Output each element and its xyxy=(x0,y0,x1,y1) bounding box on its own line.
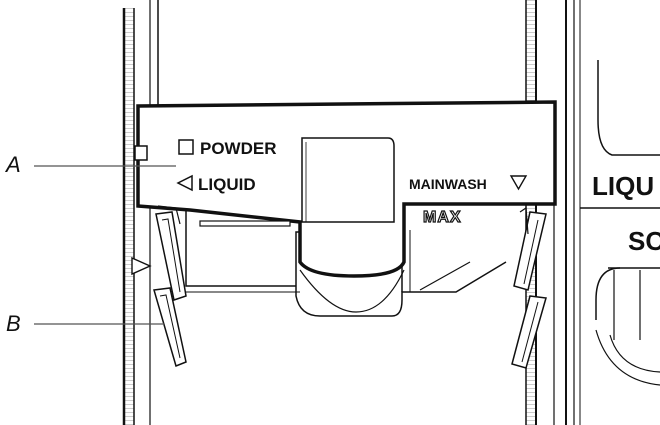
side-panel-liquid-label: LIQU xyxy=(592,171,654,201)
arrow-right-icon xyxy=(131,256,152,276)
callout-b-letter: B xyxy=(6,311,21,336)
powder-label: POWDER xyxy=(200,139,277,158)
frame-square-icon xyxy=(134,145,148,161)
drawer-panel xyxy=(134,100,557,278)
right-clips xyxy=(511,206,547,369)
max-label: MAX xyxy=(423,209,462,226)
drawer-body xyxy=(185,210,507,317)
left-housing xyxy=(122,0,159,425)
callout-a-letter: A xyxy=(4,152,21,177)
callout-b: B xyxy=(6,311,164,336)
callout-a: A xyxy=(4,152,176,177)
panel-labels: POWDER LIQUID MAINWASH MAX xyxy=(176,139,528,227)
square-outline-icon xyxy=(178,139,194,155)
side-panel-sc-label: SC xyxy=(628,226,660,256)
left-triangle-outline-icon xyxy=(176,174,193,192)
side-panel: LIQU SC xyxy=(580,60,660,386)
mainwash-label: MAINWASH xyxy=(409,176,487,192)
down-triangle-outline-icon xyxy=(509,175,528,191)
left-clips xyxy=(131,205,187,368)
liquid-label: LIQUID xyxy=(198,175,256,194)
